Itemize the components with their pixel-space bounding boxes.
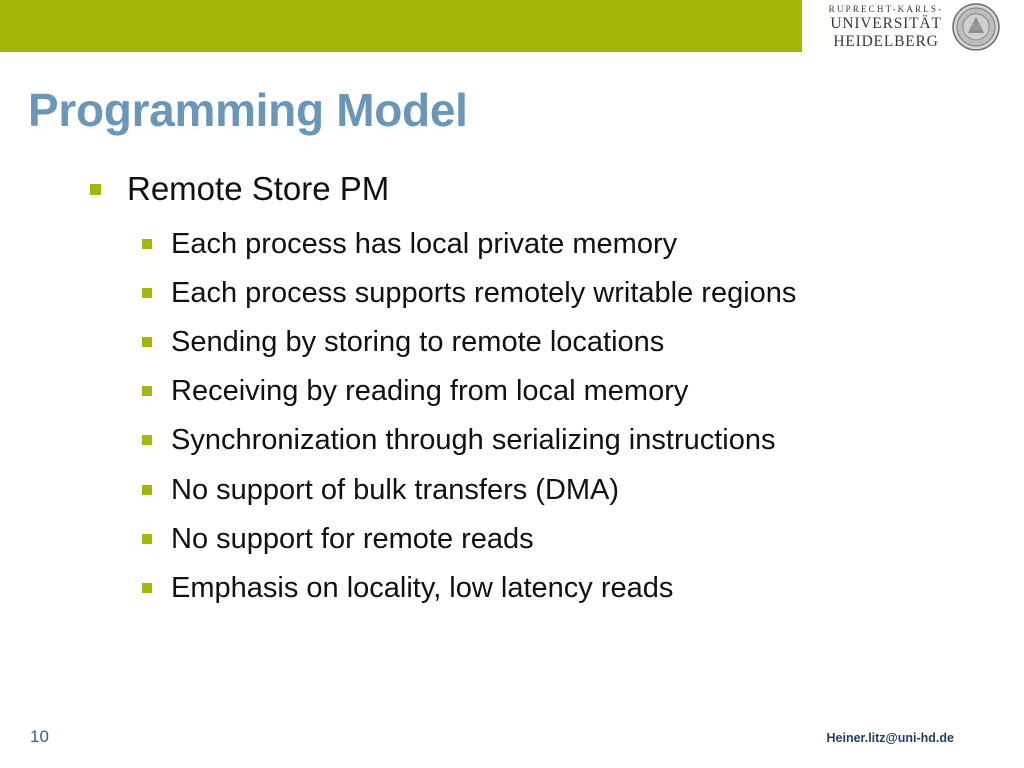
author-email: Heiner.litz@uni-hd.de [826,731,954,745]
square-bullet-icon [142,435,152,446]
logo-line-3: HEIDELBERG [833,33,939,50]
square-bullet-icon [142,238,152,249]
sub-bullet-text: Each process has local private memory [171,227,678,260]
sub-bullet-text: Each process supports remotely writable … [171,276,797,309]
sub-bullet: Receiving by reading from local memory [142,367,796,416]
square-bullet-icon [142,533,152,544]
sub-bullet: No support for remote reads [142,514,796,563]
sub-bullet: Sending by storing to remote locations [142,317,796,366]
sub-bullet-text: Synchronization through serializing inst… [171,424,776,457]
logo-wordmark: RUPRECHT-KARLS- UNIVERSITÄT HEIDELBERG [826,3,946,51]
sub-bullet-text: Sending by storing to remote locations [171,325,665,358]
university-logo: RUPRECHT-KARLS- UNIVERSITÄT HEIDELBERG [812,0,1018,56]
page-number: 10 [30,727,49,746]
sub-bullet: No support of bulk transfers (DMA) [142,465,796,514]
sub-bullet: Emphasis on locality, low latency reads [142,563,796,612]
sub-bullet-list: Each process has local private memory Ea… [142,219,796,613]
square-bullet-icon [142,582,152,593]
logo-line-2: UNIVERSITÄT [830,15,942,32]
square-bullet-icon [90,183,101,195]
sub-bullet-text: Receiving by reading from local memory [171,375,689,408]
main-bullet-text: Remote Store PM [127,170,390,207]
square-bullet-icon [142,336,152,347]
sub-bullet-text: No support of bulk transfers (DMA) [171,473,620,506]
sub-bullet-text: No support for remote reads [171,522,534,555]
main-bullet: Remote Store PM [90,167,389,211]
sub-bullet: Each process supports remotely writable … [142,268,796,317]
square-bullet-icon [142,386,152,397]
sub-bullet: Synchronization through serializing inst… [142,416,796,465]
sub-bullet: Each process has local private memory [142,219,796,268]
university-seal-icon [952,3,1000,51]
square-bullet-icon [142,287,152,298]
header-accent-bar [0,0,802,52]
square-bullet-icon [142,484,152,495]
sub-bullet-text: Emphasis on locality, low latency reads [171,571,674,604]
slide-title: Programming Model [28,84,468,136]
logo-line-1: RUPRECHT-KARLS- [828,4,944,14]
